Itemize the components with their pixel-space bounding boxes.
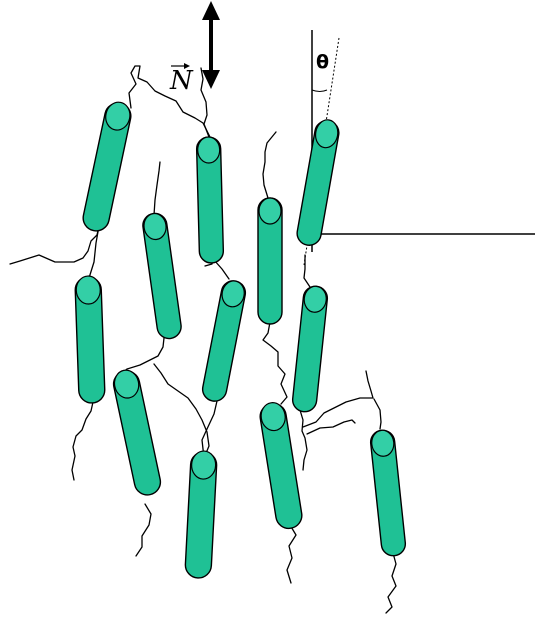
molecule <box>369 429 406 557</box>
molecule <box>141 212 182 340</box>
molecule <box>185 450 218 578</box>
molecule <box>81 100 134 234</box>
molecule <box>201 279 248 403</box>
director-arrow-icon <box>202 1 220 89</box>
angle-arc <box>312 90 327 92</box>
molecules <box>75 100 407 579</box>
molecule <box>295 118 341 247</box>
molecule <box>258 198 282 324</box>
molecule <box>258 401 304 531</box>
angle-label: θ <box>316 51 329 73</box>
molecule <box>75 276 105 404</box>
director-letter: N <box>169 66 194 96</box>
molecule <box>196 137 223 264</box>
molecule <box>291 285 328 413</box>
molecule <box>111 368 163 498</box>
director-label: N <box>169 63 194 96</box>
